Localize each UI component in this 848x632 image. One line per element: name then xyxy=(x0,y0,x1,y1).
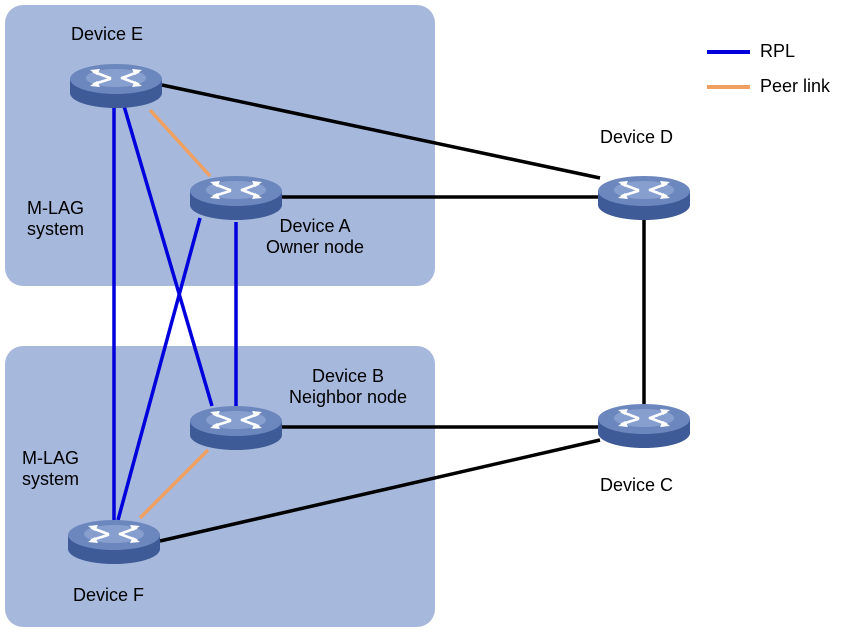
legend-peer-link-label: Peer link xyxy=(760,76,831,96)
device-c-label: Device C xyxy=(600,475,674,495)
legend-rpl-label: RPL xyxy=(760,41,796,61)
link-a-f-rpl xyxy=(116,217,202,521)
mlag-upper-label: M-LAG system xyxy=(27,198,84,240)
link-f-c-link xyxy=(159,438,601,543)
device-e-switch-icon[interactable] xyxy=(68,62,164,110)
link-e-b-rpl xyxy=(122,105,214,407)
device-b-name: Device B xyxy=(311,366,385,386)
device-f-label: Device F xyxy=(73,585,145,605)
link-e-a-peer-link xyxy=(148,108,212,178)
mlag-lower-label: M-LAG system xyxy=(22,448,79,490)
device-b-label: Device B Neighbor node xyxy=(276,366,420,408)
legend xyxy=(707,50,750,89)
mlag-upper-label-line2: system xyxy=(27,219,85,239)
mlag-lower-label-line2: system xyxy=(22,469,80,489)
device-d-switch-icon[interactable] xyxy=(596,174,692,222)
device-d-label: Device D xyxy=(600,127,674,147)
device-c-switch-icon[interactable] xyxy=(596,402,692,450)
device-b-switch-icon[interactable] xyxy=(188,404,284,452)
device-f-switch-icon[interactable] xyxy=(66,518,162,566)
mlag-lower-label-line1: M-LAG xyxy=(22,448,80,468)
device-e-label: Device E xyxy=(71,24,144,44)
device-a-switch-icon[interactable] xyxy=(188,174,284,222)
link-e-d-link xyxy=(161,83,601,180)
device-a-label: Device A Owner node xyxy=(256,216,374,258)
mlag-upper-label-line1: M-LAG xyxy=(27,198,85,218)
device-b-role: Neighbor node xyxy=(288,387,408,407)
device-a-name: Device A xyxy=(279,216,351,236)
device-a-role: Owner node xyxy=(265,237,365,257)
link-b-f-peer-link xyxy=(138,448,210,520)
